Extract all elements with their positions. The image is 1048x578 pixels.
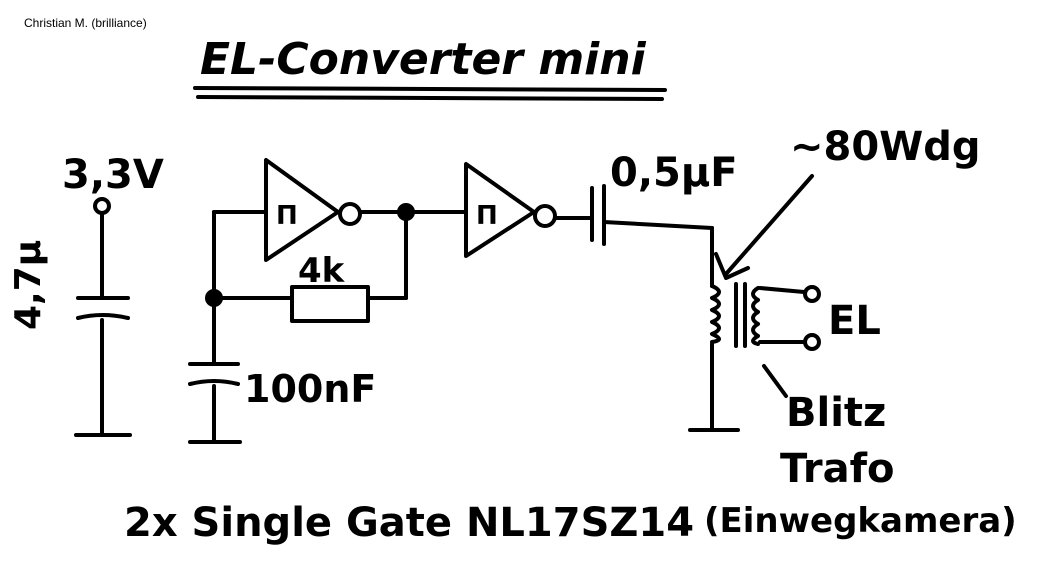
schmitt-symbol-2: Π	[476, 201, 498, 231]
winding-arrow-shaft	[724, 174, 814, 276]
winding-turns-label: ~80Wdg	[790, 124, 981, 170]
transformer-name-line2: Trafo	[780, 446, 895, 492]
title: EL-Converter mini	[200, 34, 647, 85]
transformer-pointer	[762, 364, 788, 398]
winding-arrow-head	[714, 252, 750, 280]
coupling-cap-label: 0,5µF	[610, 150, 738, 196]
parts-note: 2x Single Gate NL17SZ14	[124, 500, 694, 546]
supply-cap-plate-bottom	[76, 313, 130, 320]
transformer-secondary-coil	[751, 286, 760, 346]
title-underline-2	[196, 95, 664, 101]
schmitt-symbol-1: Π	[276, 201, 298, 231]
el-top-wire	[758, 286, 806, 294]
supply-voltage-label: 3,3V	[62, 152, 164, 198]
schmitt-inverter-1	[264, 158, 340, 262]
coupling-cap-output-wire	[602, 220, 714, 230]
transformer-primary-coil	[710, 284, 721, 344]
feedback-resistor	[290, 285, 370, 323]
timing-cap-label: 100nF	[244, 367, 376, 411]
inverter-1-bubble	[338, 202, 362, 226]
el-terminal-top	[803, 285, 821, 303]
transformer-name-line1: Blitz	[786, 390, 886, 436]
el-terminal-bottom	[803, 333, 821, 351]
author-credit: Christian M. (brilliance)	[24, 16, 147, 30]
feedback-resistor-label: 4k	[298, 251, 346, 291]
inverter-2-bubble	[533, 204, 557, 228]
timing-cap-plate-bottom	[188, 379, 240, 386]
supply-terminal	[93, 197, 111, 215]
supply-cap-label: 4,7µ	[8, 240, 49, 330]
el-output-label: EL	[828, 298, 881, 344]
schmitt-inverter-2	[464, 162, 536, 258]
title-underline-1	[193, 86, 667, 92]
transformer-note: (Einwegkamera)	[704, 501, 1017, 541]
